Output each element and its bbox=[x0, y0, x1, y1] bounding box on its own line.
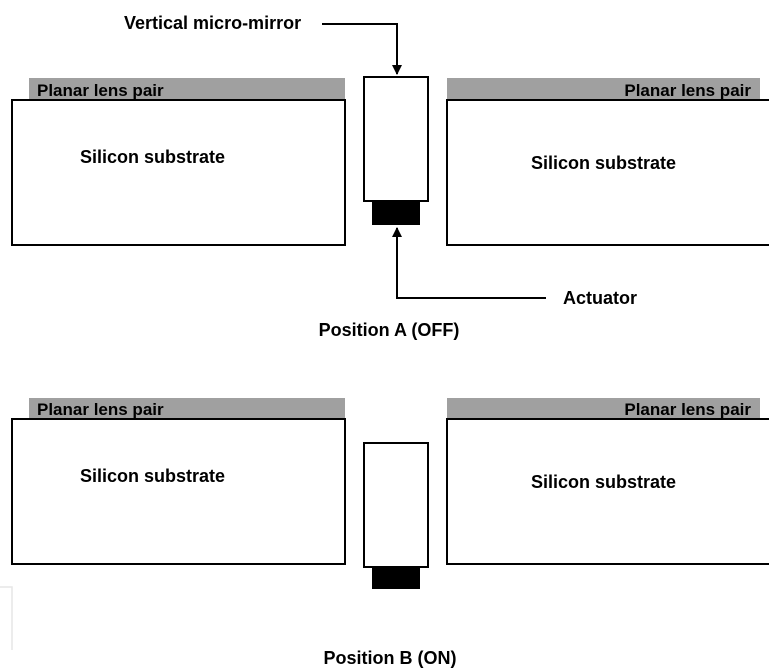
actuator-a bbox=[372, 201, 420, 225]
lens-bar-right-a bbox=[447, 78, 760, 101]
actuator-leader-arrow bbox=[392, 227, 546, 299]
position-a-panel: Planar lens pair Silicon substrate Plana… bbox=[11, 13, 769, 340]
caption-position-b: Position B (ON) bbox=[324, 648, 457, 668]
lens-bar-left-b bbox=[29, 398, 345, 420]
substrate-left-b bbox=[11, 418, 346, 565]
mirror-leader-arrow bbox=[322, 23, 402, 75]
caption-position-a: Position A (OFF) bbox=[319, 320, 460, 340]
lens-label-left-a: Planar lens pair bbox=[37, 81, 164, 100]
position-b-panel: Planar lens pair Silicon substrate Plana… bbox=[0, 398, 769, 668]
substrate-right-a bbox=[446, 99, 769, 246]
substrate-label-right-b: Silicon substrate bbox=[531, 472, 676, 492]
substrate-left-a bbox=[11, 99, 346, 246]
lens-label-left-b: Planar lens pair bbox=[37, 400, 164, 419]
actuator-b bbox=[372, 567, 420, 589]
substrate-label-right-a: Silicon substrate bbox=[531, 153, 676, 173]
lens-label-right-a: Planar lens pair bbox=[624, 81, 751, 100]
substrate-label-left-b: Silicon substrate bbox=[80, 466, 225, 486]
scan-edge-artifact bbox=[0, 586, 13, 650]
lens-bar-right-b bbox=[447, 398, 760, 420]
micro-mirror-a bbox=[363, 76, 429, 202]
actuator-callout-label: Actuator bbox=[563, 288, 637, 308]
lens-label-right-b: Planar lens pair bbox=[624, 400, 751, 419]
substrate-label-left-a: Silicon substrate bbox=[80, 147, 225, 167]
mirror-callout-label: Vertical micro-mirror bbox=[124, 13, 301, 33]
lens-bar-left-a bbox=[29, 78, 345, 101]
substrate-right-b bbox=[446, 418, 769, 565]
micro-mirror-b bbox=[363, 442, 429, 568]
